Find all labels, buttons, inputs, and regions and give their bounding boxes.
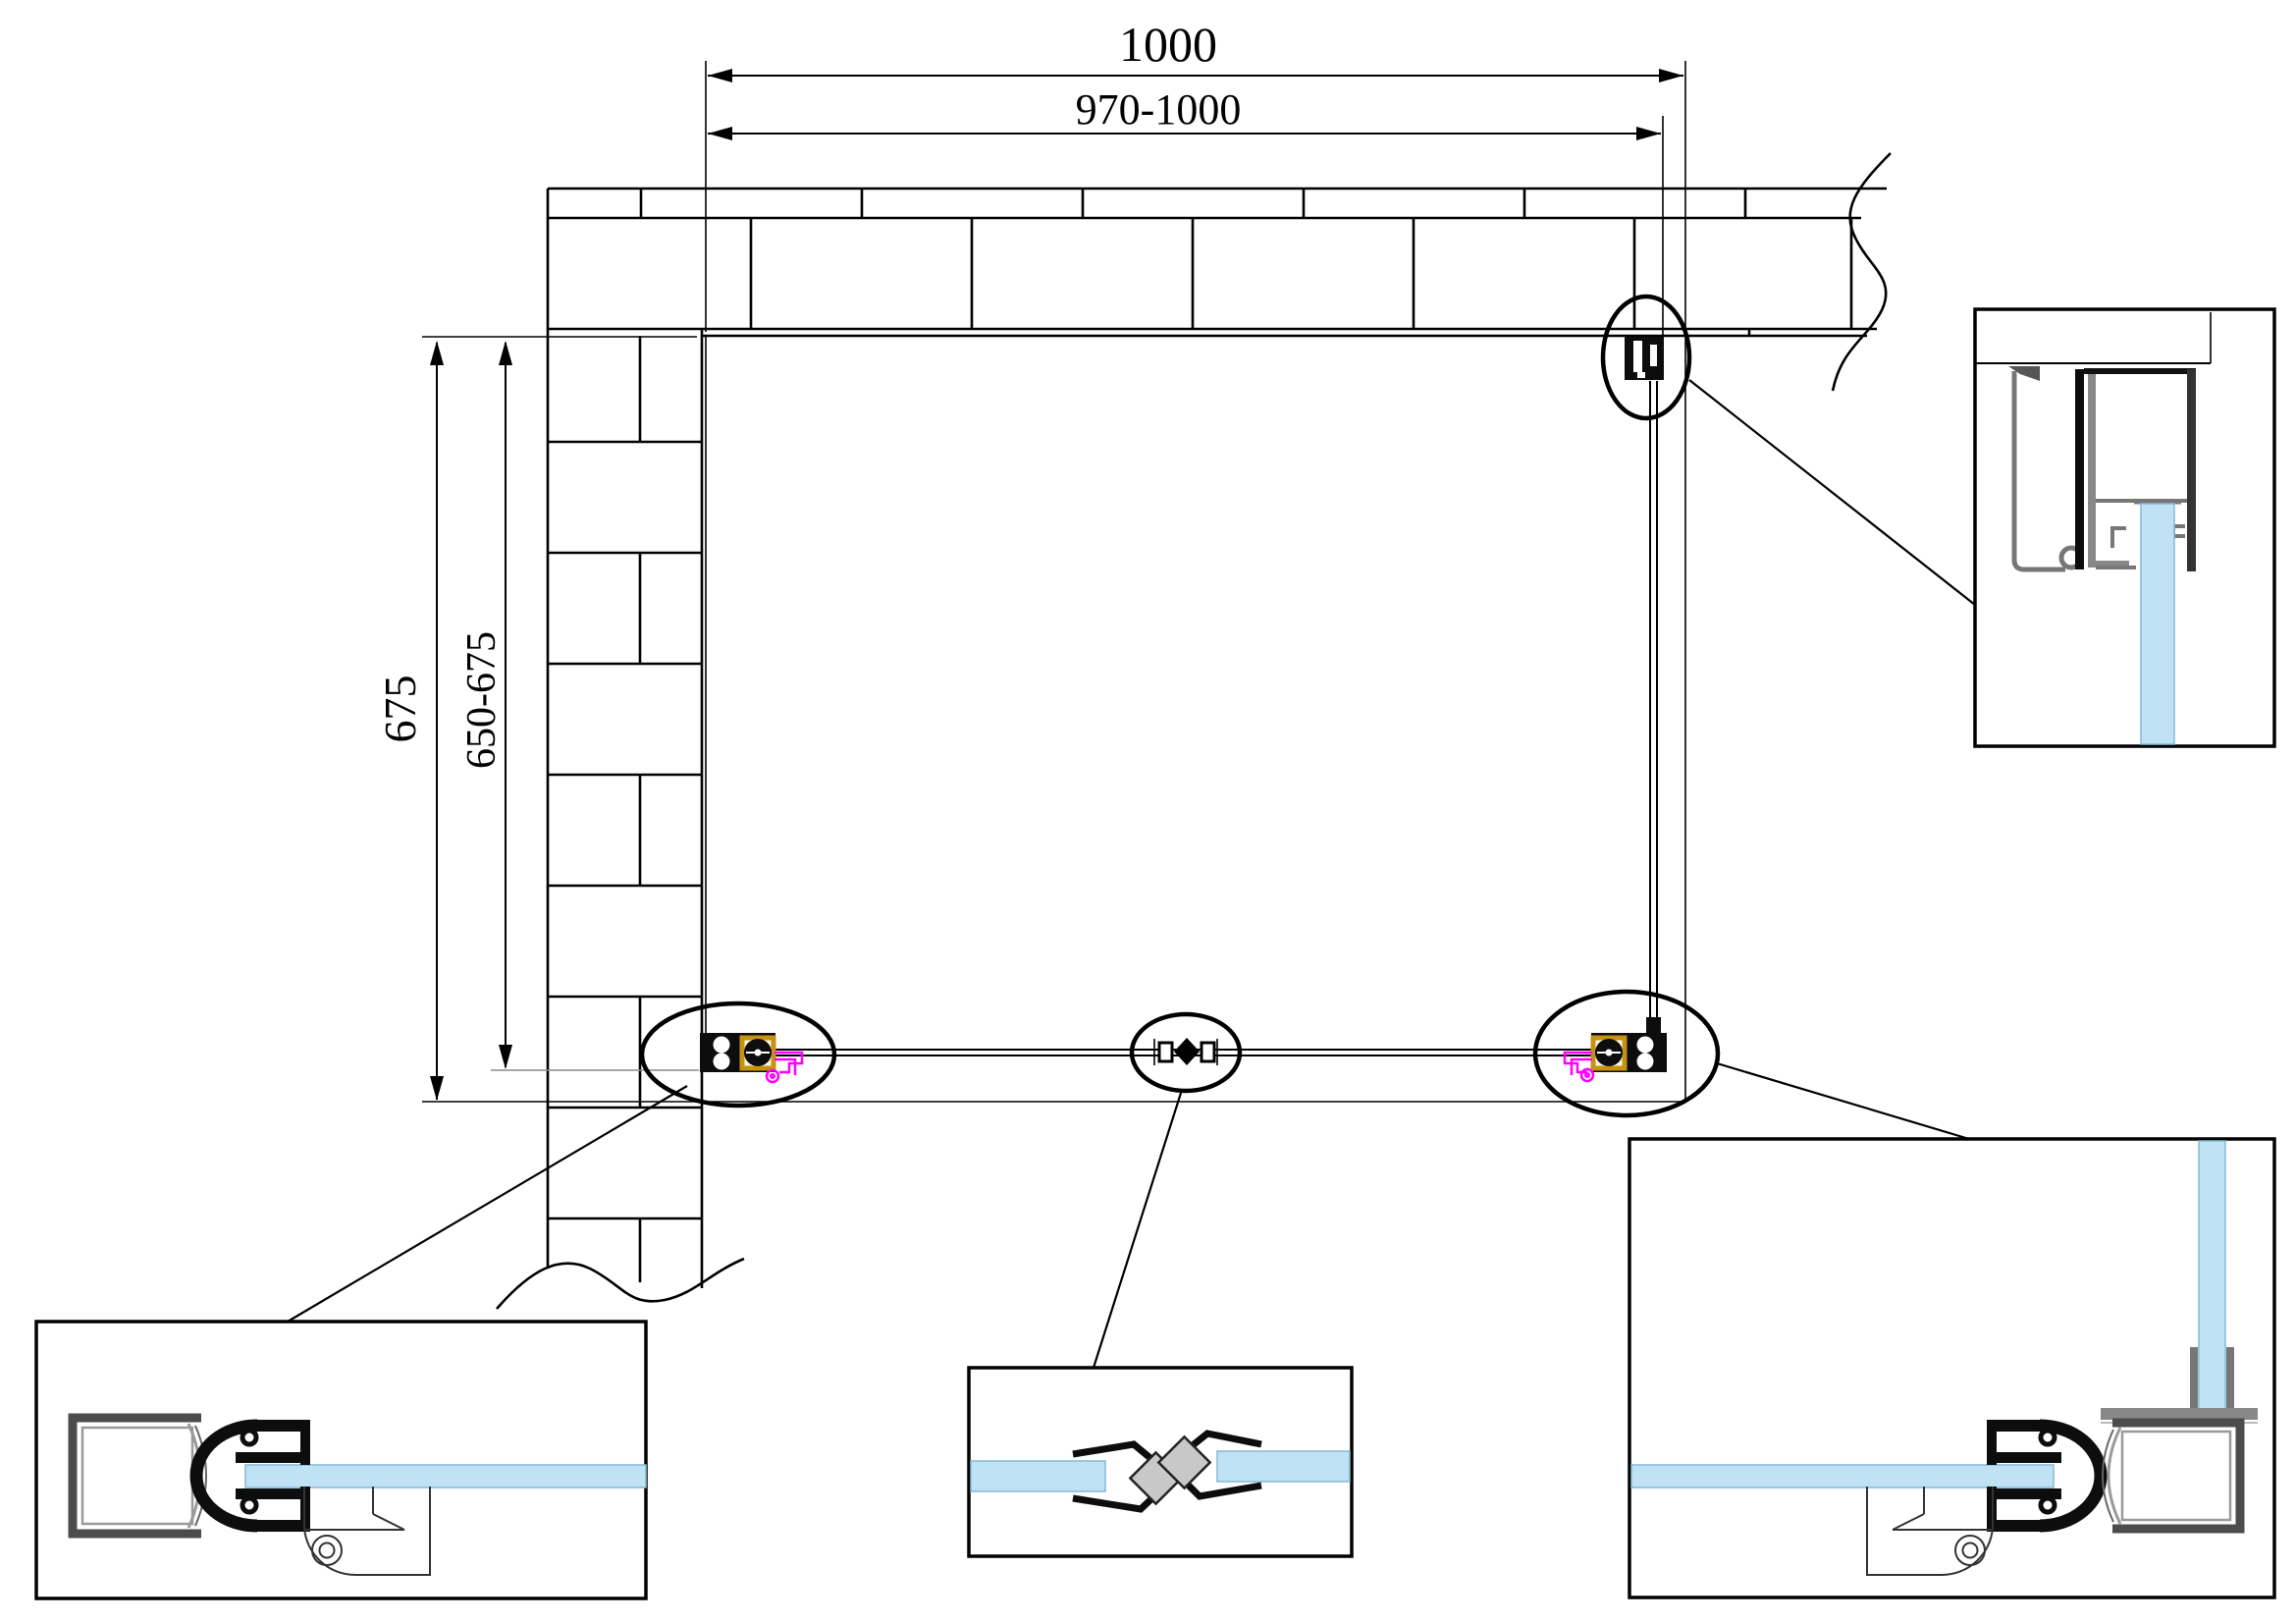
detail-circle-top-right <box>1600 294 1692 421</box>
wall-break-right <box>1831 152 1892 392</box>
top-wall <box>547 152 1892 392</box>
left-wall <box>496 189 745 1310</box>
dimension-depth-total: 675 <box>375 336 1685 1103</box>
dimension-depth-range: 650-675 <box>459 341 699 1071</box>
mounting-plate <box>1866 1487 1994 1577</box>
detail-box-top-right <box>1973 307 2276 748</box>
dim-width-range-label: 970-1000 <box>1076 85 1242 134</box>
glass-section <box>970 1460 1106 1492</box>
detail-circle-bottom-center <box>1129 1011 1243 1094</box>
dim-width-total-label: 1000 <box>1119 17 1217 72</box>
glass-section <box>1630 1464 2055 1488</box>
dim-depth-total-label: 675 <box>375 676 425 743</box>
seal-center-plan <box>1153 1038 1218 1065</box>
glass-section <box>2140 503 2175 745</box>
dimension-width-total: 1000 <box>705 17 1686 1102</box>
hinge-gasket-magenta-right <box>1563 1051 1595 1083</box>
hinge-bottom-left <box>700 1033 804 1084</box>
detail-box-bottom-right <box>1628 1137 2276 1599</box>
detail-circle-bottom-left <box>639 1001 837 1109</box>
wall-break-bottom <box>496 1257 745 1310</box>
hinge-top-right <box>1625 337 1664 380</box>
leader-bottom-right <box>1716 1061 1970 1141</box>
glass-section <box>1216 1450 1351 1483</box>
mounting-plate <box>303 1487 431 1577</box>
hinge-bottom-right <box>1563 1017 1667 1083</box>
leader-bottom-center <box>1092 1089 1184 1369</box>
magnet <box>1156 1434 1212 1490</box>
detail-circle-bottom-right <box>1532 989 1721 1118</box>
dim-depth-range-label: 650-675 <box>459 631 505 769</box>
detail-box-bottom-center <box>967 1366 1354 1558</box>
leader-top-right <box>1688 379 1976 606</box>
leader-bottom-left <box>287 1085 688 1323</box>
dimension-width-range: 970-1000 <box>708 85 1664 338</box>
hinge-gasket-magenta-left <box>765 1051 804 1084</box>
side-panel-glass <box>1649 381 1658 1021</box>
glass-section <box>2198 1140 2226 1415</box>
glass-section <box>244 1464 647 1488</box>
detail-box-bottom-left <box>34 1320 648 1600</box>
